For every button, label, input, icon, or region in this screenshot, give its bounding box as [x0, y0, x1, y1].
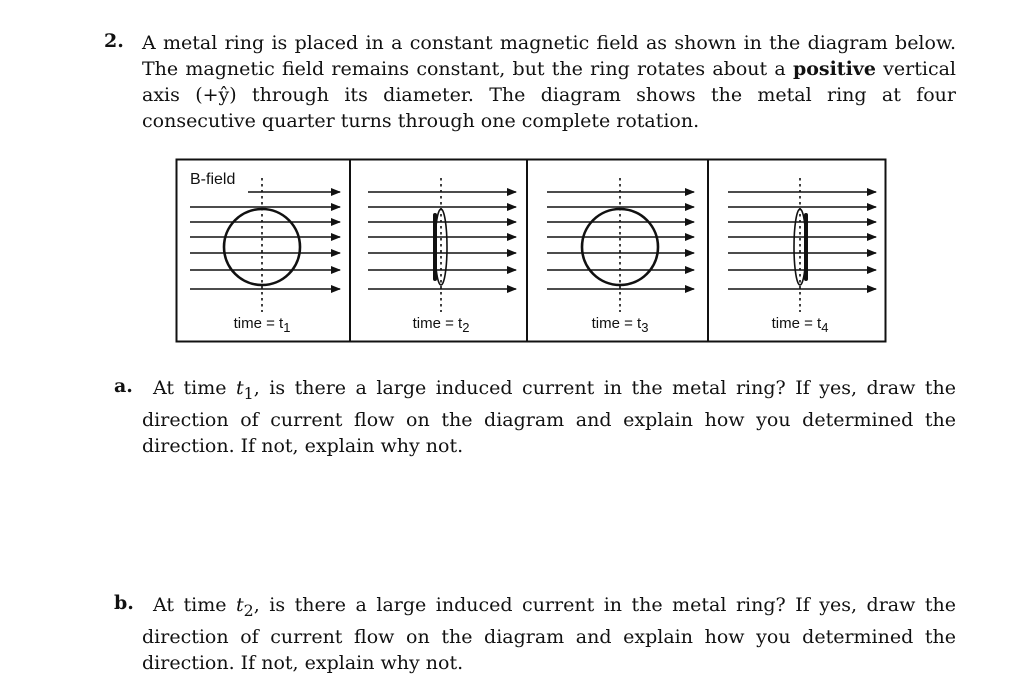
metal-ring: [433, 208, 448, 286]
part-b-var: t: [236, 594, 244, 616]
part-a-label: a.: [114, 375, 133, 397]
time-label: time = t1: [234, 315, 291, 335]
metal-ring: [222, 207, 302, 287]
panel-4: time = t4: [728, 178, 877, 335]
time-label-sub: 4: [821, 320, 828, 335]
part-b-text-2: , is there a large induced current in th…: [142, 594, 956, 674]
time-label: time = t2: [413, 315, 470, 335]
figure-frame: [175, 158, 887, 343]
part-b-label: b.: [114, 592, 134, 614]
time-label: time = t4: [772, 315, 829, 335]
part-a-var: t: [236, 377, 244, 399]
time-label-sub: 3: [641, 320, 648, 335]
part-b-text-1: At time: [153, 594, 237, 616]
question-text: A metal ring is placed in a constant mag…: [142, 30, 956, 134]
part-a-text-1: At time: [153, 377, 237, 399]
question-text-bold: positive: [792, 58, 876, 80]
question-number: 2.: [104, 30, 124, 52]
part-a-text: At time t1, is there a large induced cur…: [142, 375, 956, 459]
part-a-sub: 1: [243, 383, 254, 403]
time-label-text: time = t: [772, 315, 822, 332]
time-label-text: time = t: [592, 315, 642, 332]
panel-1: time = t1: [190, 178, 341, 335]
time-label-sub: 1: [283, 320, 290, 335]
time-label-sub: 2: [462, 320, 469, 335]
question-text-part-2: vertical axis (+ŷ) through its diameter.…: [142, 58, 956, 132]
part-b-sub: 2: [243, 600, 254, 620]
panel-3: time = t3: [547, 178, 695, 335]
time-label-text: time = t: [234, 315, 284, 332]
part-b-text: At time t2, is there a large induced cur…: [142, 592, 956, 676]
time-label-text: time = t: [413, 315, 463, 332]
b-field-label: B-field: [190, 171, 235, 188]
metal-ring: [793, 208, 808, 286]
question-text-part-1: A metal ring is placed in a constant mag…: [142, 32, 956, 80]
panel-2: time = t2: [368, 178, 517, 335]
part-a-text-2: , is there a large induced current in th…: [142, 377, 956, 457]
time-label: time = t3: [592, 315, 649, 335]
metal-ring: [580, 207, 660, 287]
